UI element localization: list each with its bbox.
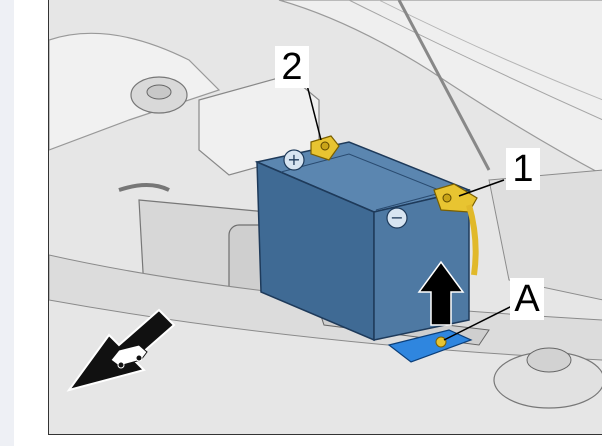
page-margin-strip — [0, 0, 14, 446]
callout-label-1: 1 — [506, 148, 540, 190]
right-components — [488, 169, 602, 301]
negative-symbol: − — [390, 208, 403, 227]
leader-line-a — [443, 304, 515, 341]
hood-strut — [397, 0, 491, 171]
negative-cable — [466, 204, 479, 276]
negative-symbol-circle — [386, 207, 408, 229]
hold-down-clamp — [387, 329, 473, 363]
positive-symbol-circle — [283, 149, 305, 171]
leader-line-1 — [458, 179, 505, 197]
hood-edge-line — [348, 0, 602, 121]
illustration-frame: + − 2 1 A — [48, 0, 602, 435]
leader-line-2 — [306, 84, 322, 141]
clamp-bolt — [435, 336, 447, 348]
reservoir-cap — [526, 347, 572, 373]
strut-nut — [146, 84, 172, 100]
callout-label-2: 2 — [275, 46, 309, 88]
hose — [118, 183, 170, 192]
negative-terminal — [433, 183, 478, 213]
car-direction-arrow-icon — [66, 308, 176, 392]
positive-symbol: + — [287, 150, 300, 169]
battery-lid-seam — [280, 153, 446, 211]
up-arrow-icon — [417, 260, 465, 326]
positive-terminal-bolt — [320, 141, 330, 151]
callout-label-a: A — [510, 278, 544, 320]
negative-terminal-bolt — [442, 193, 452, 203]
engine-bay-illustration: + − — [49, 0, 602, 434]
